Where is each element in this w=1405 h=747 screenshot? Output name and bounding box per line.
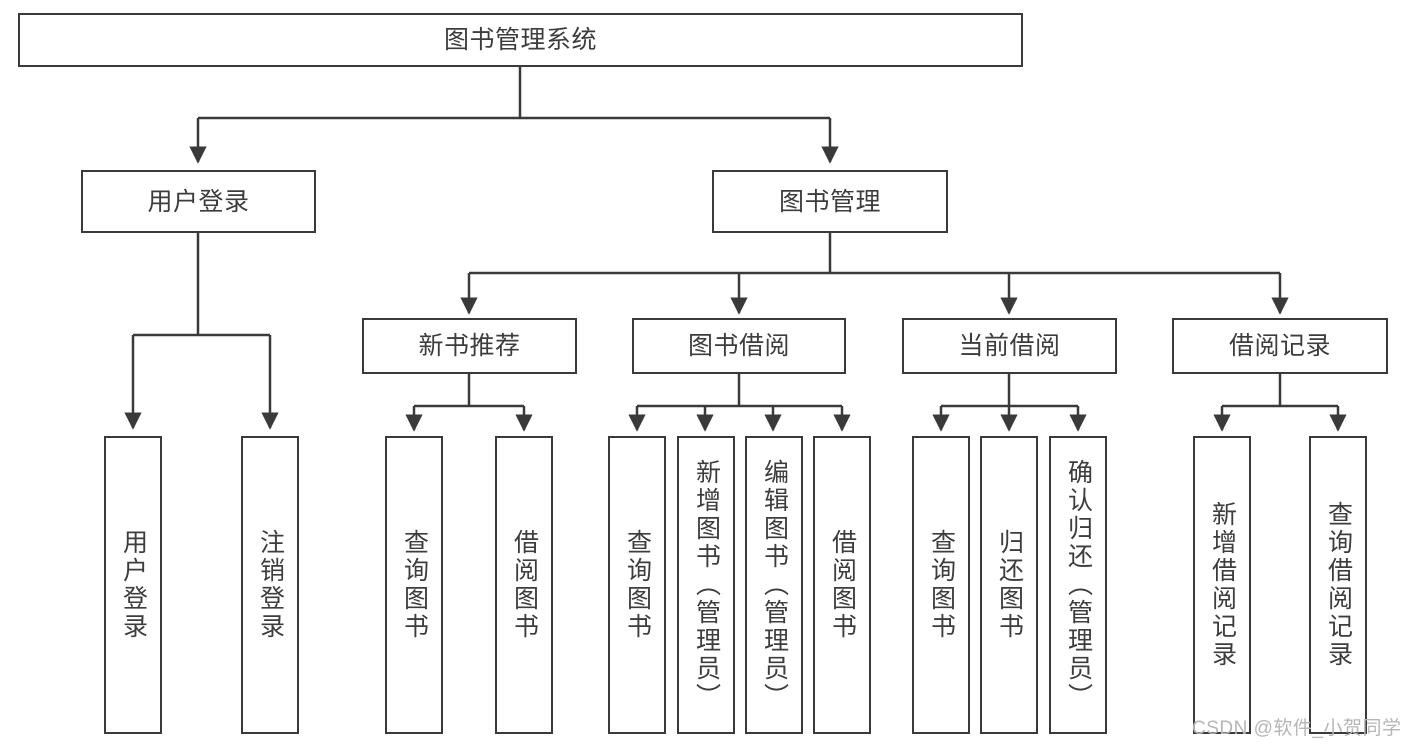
node-label: 查询图书 (927, 529, 956, 641)
leaf-confirm-return-admin[interactable]: 确认归还（管理员） (1049, 436, 1107, 734)
node-label: 当前借阅 (958, 332, 1061, 360)
leaf-edit-book-admin[interactable]: 编辑图书（管理员） (745, 436, 803, 734)
node-book-management[interactable]: 图书管理 (712, 170, 948, 233)
leaf-query-book-borrow[interactable]: 查询图书 (608, 436, 666, 734)
leaf-user-login[interactable]: 用户登录 (104, 436, 162, 734)
csdn-watermark: CSDN @软件_小贺同学 (1192, 718, 1402, 739)
node-label: 新书推荐 (418, 332, 521, 360)
node-label: 用户登录 (147, 187, 250, 216)
leaf-add-borrow-record[interactable]: 新增借阅记录 (1193, 436, 1251, 734)
leaf-return-book[interactable]: 归还图书 (980, 436, 1038, 734)
node-book-borrow[interactable]: 图书借阅 (632, 318, 846, 374)
leaf-user-logout[interactable]: 注销登录 (241, 436, 299, 734)
node-new-book-recommend[interactable]: 新书推荐 (362, 318, 577, 374)
leaf-add-book-admin[interactable]: 新增图书（管理员） (677, 436, 735, 734)
leaf-borrow-book[interactable]: 借阅图书 (813, 436, 871, 734)
leaf-borrow-book-newbook[interactable]: 借阅图书 (495, 436, 553, 734)
node-label: 查询图书 (623, 529, 652, 641)
node-user-login[interactable]: 用户登录 (81, 170, 316, 233)
node-label: 归还图书 (995, 529, 1024, 641)
node-label: 图书管理系统 (443, 26, 597, 54)
node-label: 图书借阅 (687, 332, 790, 360)
node-current-borrow[interactable]: 当前借阅 (902, 318, 1117, 374)
node-label: 借阅图书 (828, 529, 857, 641)
node-label: 用户登录 (119, 529, 148, 641)
node-label: 图书管理 (778, 187, 881, 216)
node-label: 借阅图书 (510, 529, 539, 641)
node-label: 编辑图书（管理员） (760, 459, 789, 711)
node-label: 查询图书 (400, 529, 429, 641)
leaf-query-book-current[interactable]: 查询图书 (912, 436, 970, 734)
node-root-system[interactable]: 图书管理系统 (18, 13, 1023, 67)
node-borrow-record[interactable]: 借阅记录 (1172, 318, 1388, 374)
node-label: 确认归还（管理员） (1064, 459, 1093, 711)
node-label: 新增借阅记录 (1208, 501, 1237, 669)
node-label: 借阅记录 (1228, 332, 1331, 360)
node-label: 查询借阅记录 (1324, 501, 1353, 669)
node-label: 新增图书（管理员） (692, 459, 721, 711)
leaf-query-borrow-record[interactable]: 查询借阅记录 (1309, 436, 1367, 734)
leaf-query-book-newbook[interactable]: 查询图书 (385, 436, 443, 734)
node-label: 注销登录 (256, 529, 285, 641)
